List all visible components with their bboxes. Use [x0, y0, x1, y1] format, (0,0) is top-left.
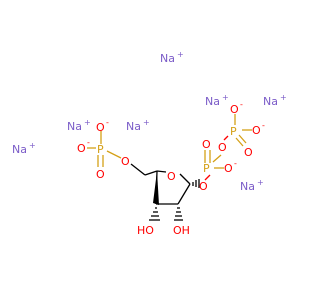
- svg-text:Na: Na: [240, 180, 255, 193]
- svg-text:+: +: [84, 118, 91, 127]
- svg-text:+: +: [257, 178, 264, 187]
- bond-o-p1: [204, 174, 211, 181]
- bond-o-p2: [223, 135, 229, 141]
- o-p1-double-label: O: [202, 138, 211, 151]
- o-p2-right-label: O: [252, 124, 261, 137]
- svg-text:Na: Na: [67, 120, 82, 133]
- o-anomeric-label: O: [199, 180, 208, 193]
- svg-text:Na: Na: [205, 95, 220, 108]
- svg-text:Na: Na: [160, 52, 175, 65]
- o-p1-minus-label: O: [224, 162, 233, 175]
- o-p2-double-label: O: [244, 146, 253, 159]
- svg-text:+: +: [177, 50, 184, 59]
- svg-text:+: +: [280, 93, 287, 102]
- hashed-bond-c2-oh: [174, 207, 183, 221]
- svg-text:-: -: [87, 138, 90, 147]
- wedge-c4-c3: [153, 171, 159, 205]
- sodium-ion-4: Na +: [67, 118, 91, 133]
- diphosphate: O P O O - O P O - O - O: [199, 100, 265, 193]
- p-label: P: [97, 143, 104, 156]
- bond-c1-c2: [177, 183, 191, 205]
- svg-text:+: +: [222, 93, 229, 102]
- p2-label: P: [230, 125, 237, 138]
- bond-p2-o-double-b: [235, 137, 244, 147]
- o-bridge-p-label: O: [218, 141, 227, 154]
- hashed-bond-c3-oh: [149, 207, 160, 221]
- structure-svg: Na + Na + Na + Na + Na + Na + Na + O - O…: [12, 50, 287, 237]
- p1-label: P: [203, 162, 210, 175]
- hydroxyl-c2-label: OH: [173, 224, 190, 237]
- sodium-ion-5: Na +: [126, 118, 150, 133]
- o-bottom-label: O: [96, 168, 105, 181]
- svg-text:Na: Na: [126, 120, 141, 133]
- o-p2-top-label: O: [230, 103, 239, 116]
- sodium-ion-3: Na +: [263, 93, 287, 108]
- svg-text:Na: Na: [12, 143, 27, 156]
- o-top-label: O: [96, 121, 105, 134]
- svg-text:-: -: [262, 121, 265, 130]
- sodium-ion-7: Na +: [240, 178, 264, 193]
- molecule-diagram: Na + Na + Na + Na + Na + Na + Na + O - O…: [12, 50, 287, 237]
- bond-ch2-c4: [144, 170, 158, 176]
- bond-oring-c1: [179, 173, 191, 185]
- svg-text:-: -: [240, 100, 243, 109]
- sodium-ion-2: Na +: [205, 93, 229, 108]
- sodium-ion-1: Na +: [160, 50, 184, 65]
- hashed-bond-c1-o: [192, 179, 200, 188]
- bond-c4-oring: [156, 170, 167, 173]
- hydroxyl-c3-label: HO: [137, 224, 154, 237]
- svg-text:+: +: [29, 141, 36, 150]
- o-left-label: O: [77, 142, 86, 155]
- bond-p-o-bridge: [106, 150, 122, 159]
- bond-p1-o-bridge: [212, 154, 222, 163]
- svg-text:-: -: [106, 118, 109, 127]
- sodium-ion-6: Na +: [12, 141, 36, 156]
- phosphate-left: O - O - P O O: [77, 118, 130, 181]
- svg-text:+: +: [143, 118, 150, 127]
- o-bridge-label: O: [121, 155, 130, 168]
- svg-text:Na: Na: [263, 95, 278, 108]
- svg-text:-: -: [234, 159, 237, 168]
- bond-o-ch2: [130, 163, 146, 176]
- bond-p2-o-double-a: [238, 134, 247, 144]
- ring-oxygen-label: O: [167, 170, 176, 183]
